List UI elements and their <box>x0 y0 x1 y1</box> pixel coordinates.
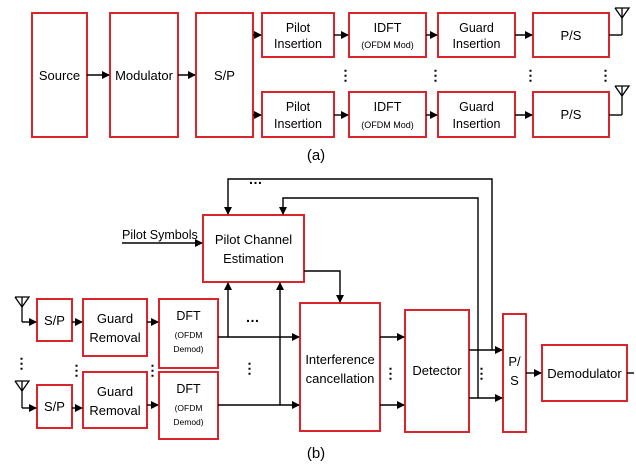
sp-block-rx-1: S/P <box>36 298 73 342</box>
dft-label-2a: DFT <box>176 382 201 396</box>
ps-label-rx-b: S <box>510 373 519 388</box>
ps-label-rx-a: P/ <box>508 354 521 369</box>
transmitter-arrows <box>87 31 622 119</box>
horizontal-dots: … <box>249 171 264 187</box>
caption-b: (b) <box>307 445 325 462</box>
dft-label-1a: DFT <box>176 309 201 323</box>
horizontal-dots: … <box>246 309 261 325</box>
vertical-dots: ⋮ <box>384 365 399 381</box>
idft-block-1: IDFT (OFDM Mod) <box>348 12 427 58</box>
guard-insertion-label-2b: Insertion <box>453 117 501 131</box>
pilot-insertion-label-1a: Pilot <box>286 21 311 35</box>
detector-block: Detector <box>404 309 470 433</box>
arrow-pce-ic <box>304 270 344 303</box>
receiver-arrows <box>22 178 634 412</box>
sp-label-rx-2: S/P <box>44 399 65 414</box>
transmitter-diagram: Source Modulator S/P Pilot Insertion IDF… <box>31 7 631 164</box>
dft-label-1c: Demod) <box>173 344 203 354</box>
source-block: Source <box>31 12 88 138</box>
ps-block-tx-2: P/S <box>532 91 610 138</box>
antenna-icon <box>14 296 31 322</box>
guard-insertion-label-1b: Insertion <box>453 37 501 51</box>
interference-label-a: Interference <box>305 352 374 367</box>
idft-label-2a: IDFT <box>374 100 402 114</box>
vertical-dots: ⋮ <box>70 362 85 378</box>
detector-label: Detector <box>412 363 462 378</box>
vertical-dots: ⋮ <box>475 365 490 381</box>
pilot-symbols-label: Pilot Symbols <box>122 228 198 242</box>
ps-block-tx-1: P/S <box>532 12 610 58</box>
vertical-dots: ⋮ <box>599 67 614 83</box>
caption-a: (a) <box>307 147 325 164</box>
dft-label-2b: (OFDM <box>175 403 203 413</box>
antenna-icon <box>14 380 31 408</box>
guard-removal-label-2b: Removal <box>89 403 140 418</box>
source-label: Source <box>39 68 80 83</box>
antenna-icon <box>614 7 631 35</box>
antenna-icon <box>614 85 631 115</box>
ps-label-tx-1: P/S <box>561 28 582 43</box>
vertical-dots: ⋮ <box>146 362 161 378</box>
guard-insertion-block-2: Guard Insertion <box>437 91 516 138</box>
dft-block-2: DFT (OFDM Demod) <box>158 371 219 440</box>
sp-label-rx-1: S/P <box>44 313 65 328</box>
guard-removal-block-1: Guard Removal <box>82 298 148 357</box>
arrow-feedback-inner <box>279 197 479 398</box>
pilot-insertion-label-1b: Insertion <box>274 37 322 51</box>
ps-label-tx-2: P/S <box>561 107 582 122</box>
dft-label-1b: (OFDM <box>175 330 203 340</box>
idft-label-2b: (OFDM Mod) <box>361 120 414 130</box>
modulator-block: Modulator <box>109 12 179 138</box>
guard-insertion-block-1: Guard Insertion <box>437 12 516 58</box>
pilot-insertion-label-2b: Insertion <box>274 117 322 131</box>
vertical-dots: ⋮ <box>339 67 354 83</box>
demodulator-block: Demodulator <box>541 344 628 402</box>
pilot-channel-label-a: Pilot Channel <box>215 232 292 247</box>
pilot-insertion-label-2a: Pilot <box>286 100 311 114</box>
guard-removal-block-2: Guard Removal <box>82 371 148 429</box>
dft-block-1: DFT (OFDM Demod) <box>158 298 219 369</box>
interference-label-b: cancellation <box>306 371 375 386</box>
interference-cancellation-block: Interference cancellation <box>299 302 381 432</box>
modulator-label: Modulator <box>115 68 173 83</box>
sp-block-rx-2: S/P <box>36 384 73 429</box>
idft-block-2: IDFT (OFDM Mod) <box>348 91 427 138</box>
receiver-diagram: Pilot Channel Estimation Pilot Symbols S… <box>14 171 634 462</box>
vertical-dots: ⋮ <box>524 67 539 83</box>
idft-label-1b: (OFDM Mod) <box>361 40 414 50</box>
pilot-insertion-block-1: Pilot Insertion <box>261 12 335 58</box>
guard-insertion-label-2a: Guard <box>459 100 494 114</box>
guard-removal-label-1a: Guard <box>97 311 133 326</box>
vertical-dots: ⋮ <box>429 67 444 83</box>
guard-removal-label-2a: Guard <box>97 384 133 399</box>
guard-removal-label-1b: Removal <box>89 330 140 345</box>
pilot-insertion-block-2: Pilot Insertion <box>261 91 335 138</box>
sp-label-tx: S/P <box>214 68 235 83</box>
guard-insertion-label-1a: Guard <box>459 21 494 35</box>
demodulator-label: Demodulator <box>547 366 622 381</box>
ps-block-rx: P/ S <box>502 313 527 433</box>
dft-label-2c: Demod) <box>173 417 203 427</box>
pilot-channel-estimation-block: Pilot Channel Estimation <box>202 214 305 283</box>
pilot-channel-label-b: Estimation <box>223 251 284 266</box>
vertical-dots: ⋮ <box>15 355 30 371</box>
vertical-dots: ⋮ <box>243 360 258 376</box>
arrow-feedback-outer <box>224 178 493 350</box>
idft-label-1a: IDFT <box>374 21 402 35</box>
sp-block-tx: S/P <box>195 12 254 138</box>
